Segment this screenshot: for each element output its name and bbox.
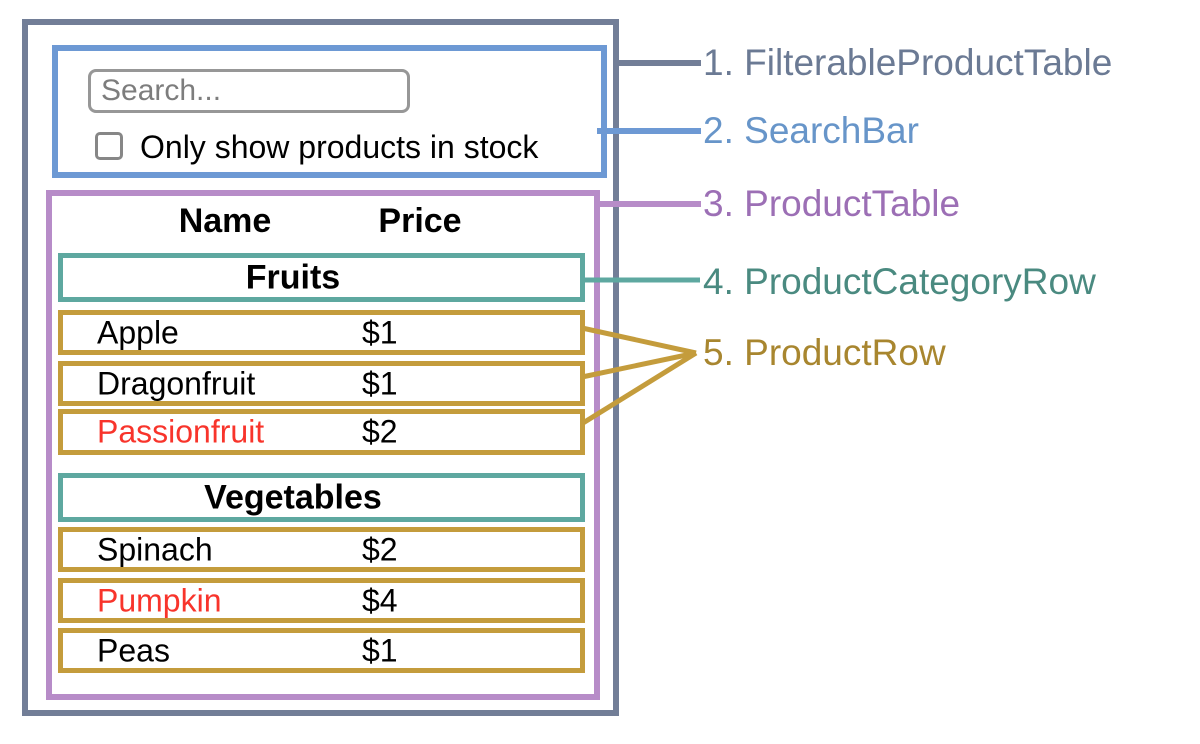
product-price: $1 xyxy=(362,632,398,668)
column-header-price: Price xyxy=(378,202,462,240)
annotation-product-category-row: 4. ProductCategoryRow xyxy=(703,261,1096,302)
product-price: $4 xyxy=(362,582,398,618)
category-row-vegetables: Vegetables xyxy=(58,473,585,522)
product-row-pumpkin: Pumpkin $4 xyxy=(58,578,585,623)
product-name: Dragonfruit xyxy=(97,365,256,401)
category-row-fruits: Fruits xyxy=(58,253,585,302)
product-name-out-of-stock: Pumpkin xyxy=(97,582,222,618)
product-row-dragonfruit: Dragonfruit $1 xyxy=(58,361,585,406)
product-row-spinach: Spinach $2 xyxy=(58,527,585,572)
annotation-product-row: 5. ProductRow xyxy=(703,332,946,373)
product-row-passionfruit: Passionfruit $2 xyxy=(58,409,585,455)
search-input[interactable] xyxy=(88,69,410,113)
column-header-name: Name xyxy=(178,202,272,240)
product-name: Apple xyxy=(97,314,179,350)
in-stock-checkbox[interactable] xyxy=(95,132,123,160)
in-stock-checkbox-label: Only show products in stock xyxy=(140,129,539,165)
product-price: $1 xyxy=(362,365,398,401)
product-name: Spinach xyxy=(97,531,213,567)
annotation-search-bar: 2. SearchBar xyxy=(703,110,919,151)
product-price: $1 xyxy=(362,314,398,350)
category-label: Fruits xyxy=(245,258,341,296)
product-price: $2 xyxy=(362,413,398,450)
product-name: Peas xyxy=(97,632,170,668)
product-row-peas: Peas $1 xyxy=(58,628,585,673)
product-row-apple: Apple $1 xyxy=(58,310,585,355)
annotation-product-table: 3. ProductTable xyxy=(703,183,961,224)
product-name-out-of-stock: Passionfruit xyxy=(97,413,265,450)
annotation-filterable-product-table: 1. FilterableProductTable xyxy=(703,42,1113,83)
category-label: Vegetables xyxy=(204,478,382,516)
product-price: $2 xyxy=(362,531,398,567)
